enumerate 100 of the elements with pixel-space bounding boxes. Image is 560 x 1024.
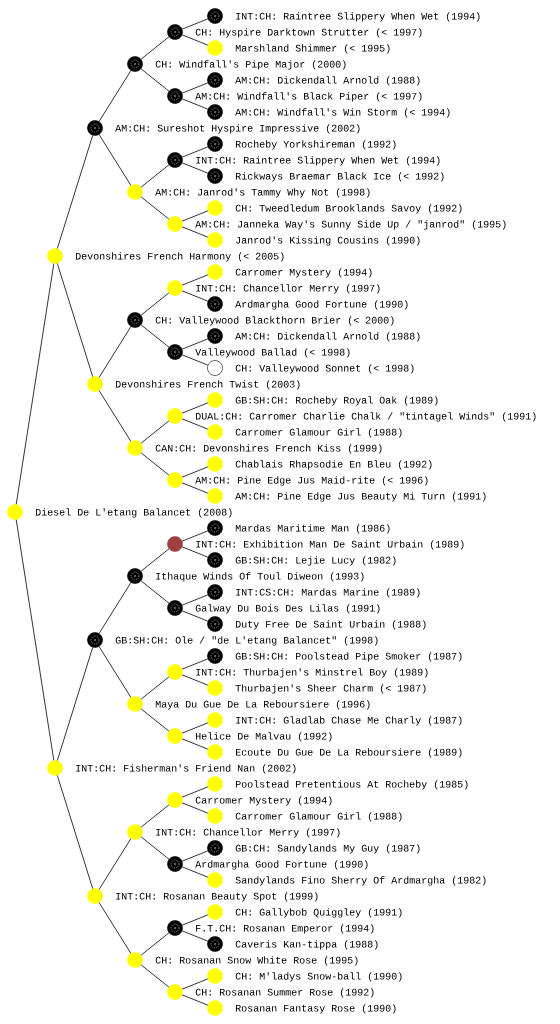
connector-line <box>181 802 209 814</box>
pedigree-name: Ardmargha Good Fortune (1990) <box>235 300 408 310</box>
pedigree-name: INT:CH: Exhibition Man De Saint Urbain (1989) <box>196 540 464 550</box>
pedigree-name: Devonshires French Twist (2003) <box>116 380 300 390</box>
connector-line <box>181 546 209 558</box>
pedigree-name: Thurbajen's Sheer Charm (< 1987) <box>235 684 426 694</box>
connector-line <box>181 146 209 158</box>
connector-line <box>140 580 170 604</box>
pedigree-name: INT:CH: Fisherman's Friend Nan (2002) <box>76 764 296 774</box>
connector-line <box>181 594 209 606</box>
pedigree-name: Ithaque Winds Of Toul Diweon (1993) <box>156 572 364 582</box>
connector-line <box>181 418 209 430</box>
connector-line <box>56 647 94 761</box>
connector-line <box>140 324 170 348</box>
pedigree-name: CH: Windfall's Pipe Major (2000) <box>155 60 346 70</box>
pedigree-name: Chablais Rhapsodie En Bleu (1992) <box>235 460 432 470</box>
pedigree-name: F.T.CH: Rosanan Emperor (1994) <box>196 924 374 934</box>
pedigree-name: INT:CH: Thurbajen's Minstrel Boy (1989) <box>196 668 428 678</box>
pedigree-name: CH: Rosanan Snow White Rose (1995) <box>155 956 358 966</box>
pedigree-name: GB:SH:CH: Rocheby Royal Oak (1989) <box>235 396 438 406</box>
connector-line <box>140 836 170 860</box>
connector-line <box>98 326 132 378</box>
pedigree-name: INT:CH: Gladlab Chase Me Charly (1987) <box>236 716 462 726</box>
connector-line <box>140 708 170 732</box>
connector-line <box>15 263 55 505</box>
connector-line <box>140 964 170 988</box>
pedigree-name: Devonshires French Harmony (< 2005) <box>76 252 284 262</box>
pedigree-name: AM:CH: Dickendall Arnold (1988) <box>235 332 420 342</box>
connector-line <box>181 674 209 686</box>
connector-line <box>140 164 170 188</box>
connector-line <box>181 866 209 878</box>
pedigree-name: INT:CH: Chancellor Merry (1997) <box>156 828 340 838</box>
connector-line <box>181 994 209 1006</box>
connector-line <box>98 134 132 186</box>
pedigree-name: Marshland Shimmer (< 1995) <box>235 44 390 54</box>
connector-line <box>56 135 94 249</box>
connector-line <box>56 775 94 889</box>
connector-line <box>181 722 209 734</box>
connector-line <box>181 738 209 750</box>
connector-line <box>140 420 170 444</box>
connector-line <box>181 210 209 222</box>
connector-line <box>181 98 209 110</box>
connector-line <box>98 902 132 954</box>
pedigree-name: AM:CH: Pine Edge Jus Maid-rite (< 1996) <box>195 476 428 486</box>
pedigree-name: DUAL:CH: Carromer Charlie Chalk / "tintagel Winds" (1991) <box>196 412 536 422</box>
connector-line <box>15 519 55 761</box>
pedigree-name: GB:CH: Sandylands My Guy (1987) <box>235 844 420 854</box>
pedigree-name: Diesel De L'etang Balancet (2008) <box>36 508 232 518</box>
pedigree-name: AM:CH: Windfall's Win Storm (< 1994) <box>235 108 450 118</box>
connector-line <box>181 402 209 414</box>
pedigree-name: Sandylands Fino Sherry Of Ardmargha (1982) <box>235 876 486 886</box>
pedigree-name: AM:CH: Dickendall Arnold (1988) <box>235 76 420 86</box>
connector-line <box>140 292 170 316</box>
connector-line <box>181 930 209 942</box>
pedigree-name: INT:CH: Rosanan Beauty Spot (1999) <box>116 892 318 902</box>
pedigree-name: CAN:CH: Devonshires French Kiss (1999) <box>155 444 382 454</box>
pedigree-name: AM:CH: Pine Edge Jus Beauty Mi Turn (1991) <box>235 492 486 502</box>
connector-line <box>56 263 94 377</box>
connector-line <box>181 530 209 542</box>
pedigree-name: Rocheby Yorkshireman (1992) <box>236 140 396 150</box>
pedigree-name: Carromer Mystery (1994) <box>235 268 372 278</box>
connector-line <box>181 354 209 366</box>
connector-line <box>98 646 132 698</box>
pedigree-name: Rosanan Fantasy Rose (1990) <box>236 1004 396 1014</box>
connector-line <box>140 68 170 92</box>
connector-line <box>98 70 132 122</box>
connector-line <box>140 804 170 828</box>
connector-line <box>181 34 209 46</box>
pedigree-name: GB:SH:CH: Ole / "de L'etang Balancet" (1998) <box>115 636 378 646</box>
pedigree-name: GB:SH:CH: Poolstead Pipe Smoker (1987) <box>235 652 462 662</box>
pedigree-name: Duty Free De Saint Urbain (1988) <box>236 620 426 630</box>
pedigree-name: Valleywood Ballad (< 1998) <box>195 348 350 358</box>
pedigree-name: Mardas Maritime Man (1986) <box>235 524 390 534</box>
connector-line <box>181 850 209 862</box>
pedigree-name: Rickways Braemar Black Ice (< 1992) <box>236 172 444 182</box>
pedigree-name: CH: M'ladys Snow-ball (1990) <box>235 972 402 982</box>
pedigree-name: Helice De Malvau (1992) <box>196 732 332 742</box>
pedigree-name: Carromer Mystery (1994) <box>195 796 332 806</box>
connector-line <box>181 290 209 302</box>
connector-line <box>181 274 209 286</box>
pedigree-name: AM:CH: Windfall's Black Piper (< 1997) <box>195 92 422 102</box>
pedigree-name: Ecoute Du Gue De La Reboursiere (1989) <box>236 748 462 758</box>
connector-line <box>181 162 209 174</box>
pedigree-name: CH: Rosanan Summer Rose (1992) <box>195 988 374 998</box>
connector-line <box>140 196 170 220</box>
connector-line <box>181 610 209 622</box>
pedigree-name: INT:CH: Raintree Slippery When Wet (1994) <box>196 156 440 166</box>
pedigree-name: Carromer Glamour Girl (1988) <box>235 812 402 822</box>
connector-line <box>181 482 209 494</box>
connector-line <box>181 978 209 990</box>
pedigree-name: CH: Valleywood Sonnet (< 1998) <box>235 364 414 374</box>
pedigree-name: Caveris Kan-tippa (1988) <box>235 940 378 950</box>
pedigree-name: CH: Hyspire Darktown Strutter (< 1997) <box>195 28 422 38</box>
connector-line <box>98 582 132 634</box>
connector-line <box>181 914 209 926</box>
connector-line <box>98 390 132 442</box>
pedigree-name: CH: Valleywood Blackthorn Brier (< 2000) <box>155 316 394 326</box>
pedigree-name: AM:CH: Janrod's Tammy Why Not (1998) <box>155 188 370 198</box>
pedigree-name: Poolstead Pretentious At Rocheby (1985) <box>236 780 468 790</box>
pedigree-name: Ardmargha Good Fortune (1990) <box>195 860 368 870</box>
